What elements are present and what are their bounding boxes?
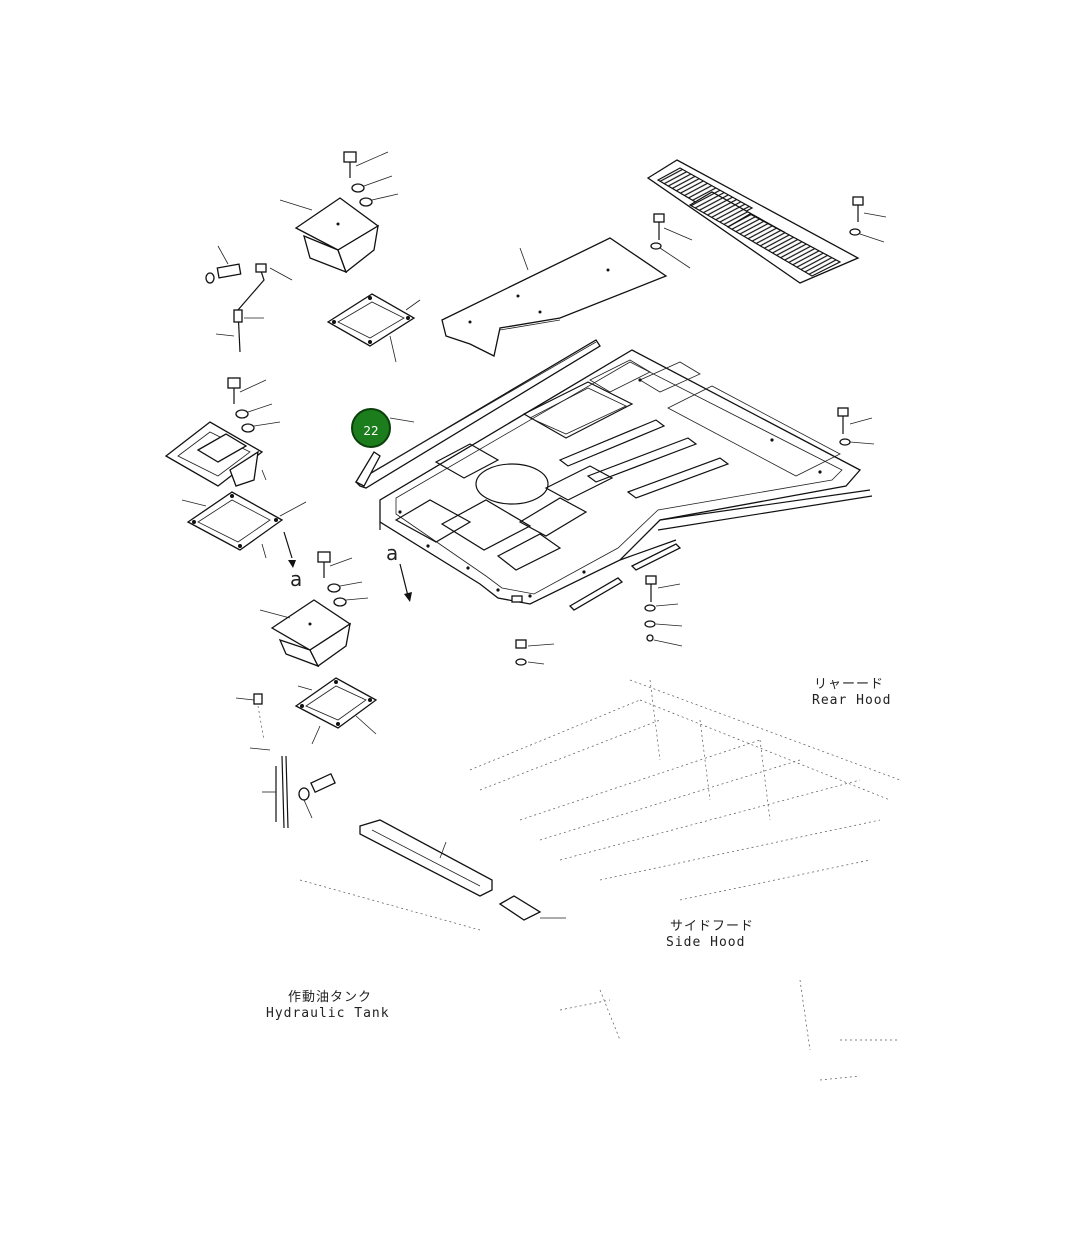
view-arrow-right [399, 563, 412, 602]
hydraulic-tank-label-en: Hydraulic Tank [266, 1006, 390, 1021]
rear-hood-label-jp: リャーード [814, 677, 884, 692]
gasket-lower [294, 677, 378, 745]
bolt-group-top-right [650, 196, 887, 269]
bolt-group-left-low [317, 551, 369, 607]
rear-hood-label: リャーード Rear Hood [812, 677, 891, 708]
callout-22-circle[interactable] [351, 408, 391, 448]
side-hood-label-jp: サイドフード [670, 919, 754, 934]
cover-housing-left [164, 421, 267, 487]
gasket-left [181, 491, 307, 559]
bolt-group-left-mid [227, 377, 281, 433]
small-strips [568, 543, 682, 611]
lower-bracket [359, 819, 566, 921]
side-hood-label-en: Side Hood [666, 935, 745, 950]
seal-strip [354, 339, 601, 489]
callout-22-number[interactable]: 22 [363, 424, 378, 438]
side-hood-label: サイドフード Side Hood [666, 919, 754, 950]
latch-rod-top [205, 245, 293, 353]
grille-cover [646, 159, 860, 284]
upper-cover-plate [441, 237, 668, 357]
background-assembly [299, 679, 901, 1081]
bolt-group-center [515, 575, 683, 666]
hydraulic-tank-label: 作動油タンク Hydraulic Tank [266, 990, 390, 1021]
main-hood-panel [379, 349, 873, 605]
bolt-group-right [837, 407, 875, 446]
cover-cap-lower [259, 599, 352, 668]
view-marker-left: a [290, 567, 302, 591]
cover-cap-top [279, 197, 380, 274]
rear-hood-label-en: Rear Hood [812, 693, 891, 708]
view-arrow-left [283, 531, 296, 568]
callout-22[interactable]: 22 [351, 408, 391, 448]
view-marker-right: a [386, 541, 398, 565]
hydraulic-tank-label-jp: 作動油タンク [288, 990, 372, 1005]
bolt-group-top-left [343, 151, 399, 207]
gasket-top [326, 293, 421, 363]
latch-rod-lower [235, 693, 336, 829]
callout-leader-line [389, 417, 415, 423]
